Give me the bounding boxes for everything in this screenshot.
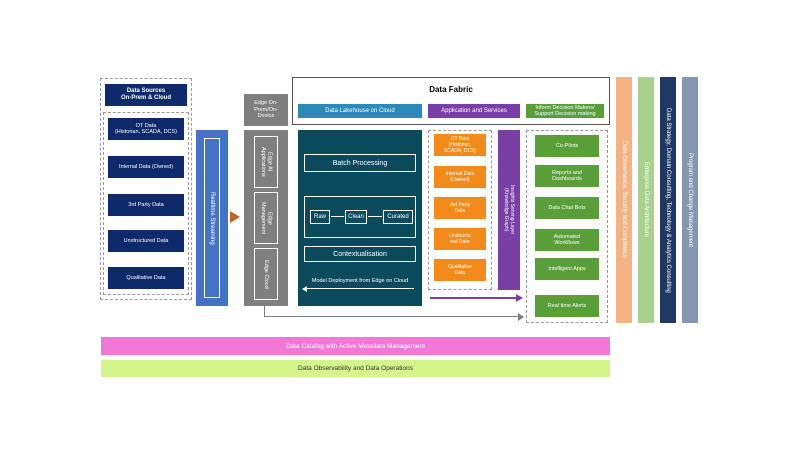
edge-ai-applications-label: Edge AI Applications bbox=[260, 147, 273, 177]
decision-item-intelligent-apps: Intelligent Apps bbox=[535, 258, 599, 280]
streaming-arrow-icon bbox=[230, 211, 240, 223]
insights-arrowhead-icon bbox=[516, 294, 523, 302]
insights-serving-layer: Insights Serving Layer (Knowledge Graph) bbox=[498, 130, 520, 290]
data-sources-header: Data Sources On-Prem & Cloud bbox=[105, 84, 187, 106]
data-observability-bar: Data Observability and Data Operations bbox=[101, 360, 610, 377]
realtime-streaming-bar: Realtime Streaming bbox=[196, 130, 228, 306]
raw-stage: Raw bbox=[310, 210, 330, 224]
decision-item-reports: Reports and Dashboards bbox=[535, 165, 599, 187]
edge-column bbox=[244, 130, 288, 306]
model-deployment-arrow-icon bbox=[306, 288, 414, 289]
contextualisation-box: Contextualisation bbox=[304, 246, 416, 262]
edge-header: Edge On- Prem/On- Device bbox=[244, 94, 288, 126]
source-item-3rd-party: 3rd Party Data bbox=[108, 194, 184, 216]
app-item-3rd-party: 3rd Party Data bbox=[434, 197, 486, 219]
realtime-streaming-label: Realtime Streaming bbox=[209, 191, 215, 245]
app-item-internal: Internal Data (Owned) bbox=[434, 166, 486, 188]
edge-cloud: Edge Cloud bbox=[254, 248, 278, 300]
edge-connector-arrowhead-icon bbox=[518, 313, 524, 321]
batch-processing-box: Batch Processing bbox=[304, 154, 416, 172]
edge-management: Edge Management bbox=[254, 192, 278, 244]
column-enterprise-architecture-label: Enterprise Data Architecture bbox=[643, 162, 649, 238]
source-item-internal: Internal Data (Owned) bbox=[108, 156, 184, 178]
column-enterprise-architecture: Enterprise Data Architecture bbox=[638, 77, 654, 323]
model-deployment-label: Model Deployment from Edge on Cloud bbox=[311, 278, 409, 284]
pill-inform-decision: Inform Decision Makers/ Support Decision… bbox=[526, 104, 604, 118]
data-fabric-frame bbox=[292, 77, 610, 125]
column-data-strategy: Data Strategy, Domain Consulting, Techno… bbox=[660, 77, 676, 323]
clean-stage: Clean bbox=[345, 210, 367, 224]
curated-stage: Curated bbox=[383, 210, 413, 224]
source-item-unstructured: Unstructured Data bbox=[108, 230, 184, 252]
model-deployment-arrowhead-icon bbox=[302, 286, 307, 292]
insights-arrow-line-icon bbox=[430, 297, 518, 299]
data-sources-panel bbox=[100, 78, 192, 300]
app-item-unstructured: Unstructu red Data bbox=[434, 228, 486, 250]
clean-to-curated-arrow-icon bbox=[368, 216, 382, 217]
column-data-governance-label: Data Governance, Security and Compliance bbox=[621, 141, 627, 259]
decision-item-alerts: Real time Alerts bbox=[535, 295, 599, 317]
column-program-change-label: Program and Change Management bbox=[687, 152, 693, 248]
app-item-ot: OT Data (Historian, SCADA, DCS) bbox=[434, 134, 486, 156]
source-item-qualitative: Qualitative Data bbox=[108, 267, 184, 289]
edge-cloud-label: Edge Cloud bbox=[263, 259, 269, 289]
column-program-change: Program and Change Management bbox=[682, 77, 698, 323]
application-data-panel bbox=[428, 130, 492, 290]
pill-data-lakehouse: Data Lakehouse on Cloud bbox=[298, 104, 422, 118]
lakehouse-panel bbox=[298, 130, 422, 306]
pipeline-frame bbox=[304, 196, 416, 238]
edge-management-label: Edge Management bbox=[260, 201, 273, 235]
decision-panel bbox=[526, 130, 608, 323]
data-sources-list bbox=[103, 112, 189, 295]
edge-ai-applications: Edge AI Applications bbox=[254, 136, 278, 188]
source-item-ot: OT Data (Historian, SCADA, DCS) bbox=[108, 118, 184, 140]
insights-serving-layer-label: Insights Serving Layer (Knowledge Graph) bbox=[503, 185, 515, 235]
pill-application-services: Application and Services bbox=[428, 104, 520, 118]
column-data-governance: Data Governance, Security and Compliance bbox=[616, 77, 632, 323]
column-data-strategy-label: Data Strategy, Domain Consulting, Techno… bbox=[665, 107, 671, 293]
data-catalog-bar: Data Catalog with Active Metadata Manage… bbox=[101, 337, 610, 355]
edge-connector-horizontal-icon bbox=[264, 316, 518, 317]
app-item-qualitative: Qualitative Data bbox=[434, 259, 486, 281]
data-fabric-title: Data Fabric bbox=[429, 84, 473, 94]
edge-connector-vertical-icon bbox=[264, 306, 265, 316]
decision-item-copilots: Co-Pilots bbox=[535, 135, 599, 157]
decision-item-chatbots: Data Chat Bots bbox=[535, 197, 599, 219]
raw-to-clean-arrow-icon bbox=[331, 216, 344, 217]
realtime-streaming-frame: Realtime Streaming bbox=[204, 138, 220, 298]
decision-item-workflows: Automated Workflows bbox=[535, 229, 599, 251]
